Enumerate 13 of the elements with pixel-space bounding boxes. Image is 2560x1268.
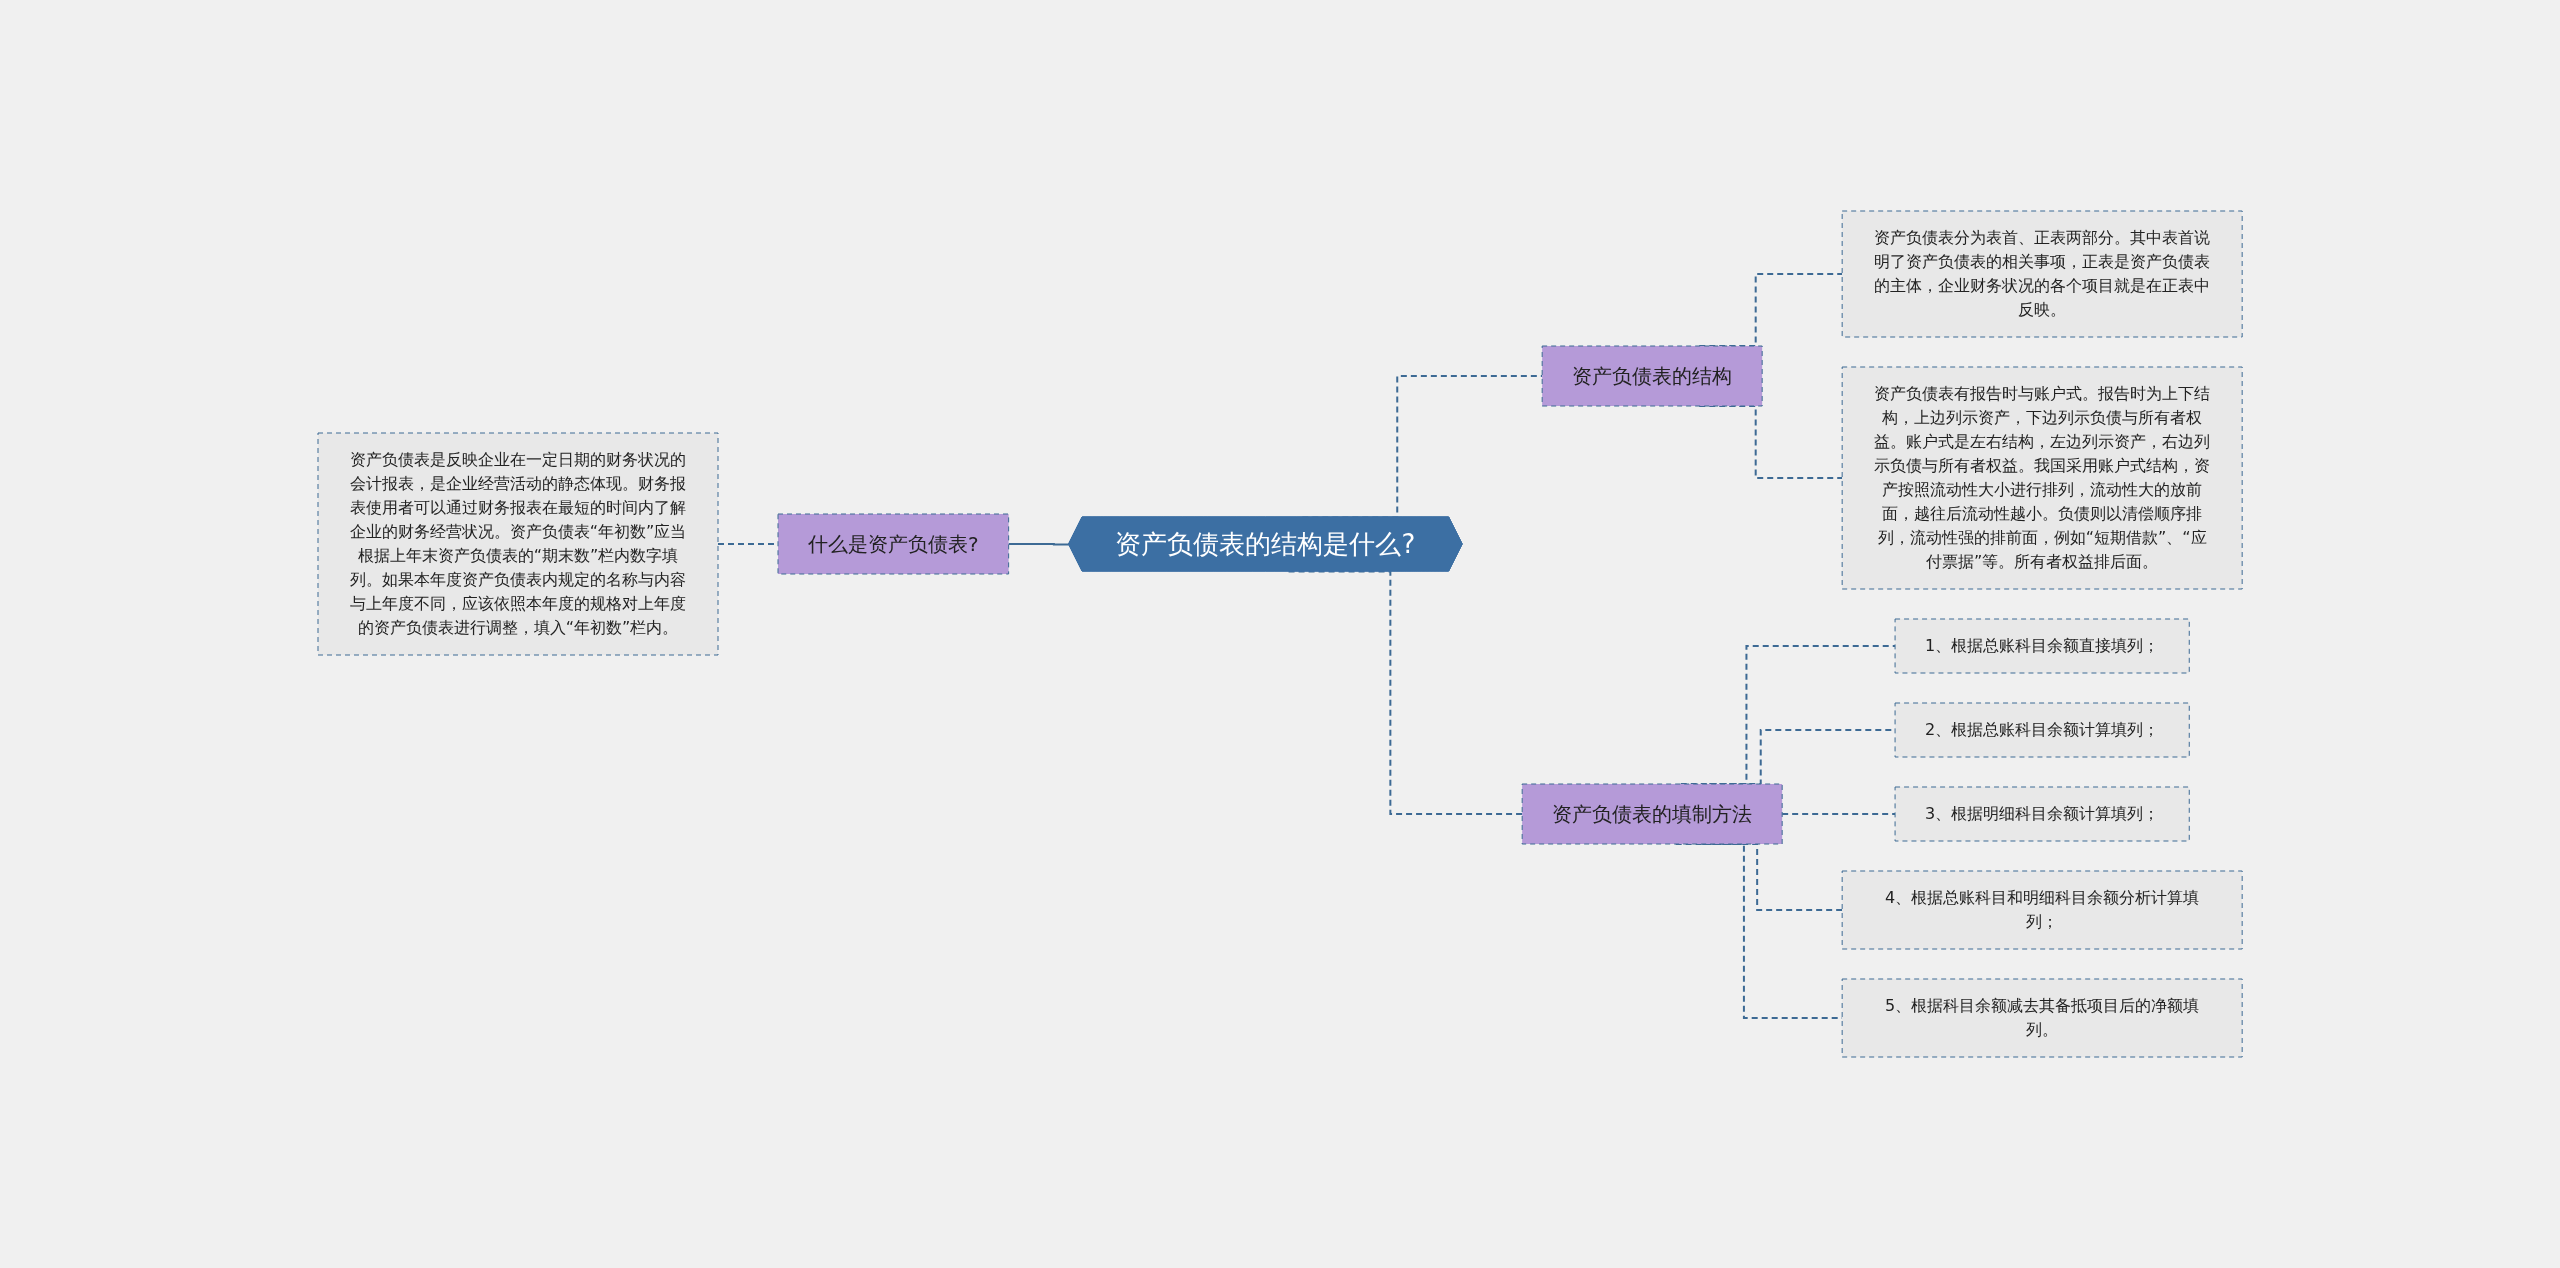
node-box: 3、根据明细科目余额计算填列；	[1894, 786, 2190, 842]
node-box: 什么是资产负债表?	[777, 513, 1010, 575]
node-box: 5、根据科目余额减去其备抵项目后的净额填列。	[1841, 978, 2243, 1058]
node-box: 资产负债表分为表首、正表两部分。其中表首说明了资产负债表的相关事项，正表是资产负债表的主体，企业财务状况的各个项目就是在正表中反映。	[1841, 210, 2243, 338]
node-box: 1、根据总账科目余额直接填列；	[1894, 618, 2190, 674]
node-box: 资产负债表是反映企业在一定日期的财务状况的会计报表，是企业经营活动的静态体现。财务报表使用者可以通过财务报表在最短的时间内了解企业的财务经营状况。资产负债表“年初数”应当根据上年末资产负债表的“期末数”栏内数字填列。如果本年度资产负债表内规定的名称与内容与上年度不同，应该依照本年度的规格对上年度的资产负债表进行调整，填入“年初数”栏内。	[317, 432, 719, 656]
connector	[1781, 813, 1896, 815]
node-box: 2、根据总账科目余额计算填列；	[1894, 702, 2190, 758]
node-box: 资产负债表的填制方法	[1521, 783, 1783, 845]
node-box: 4、根据总账科目和明细科目余额分析计算填列；	[1841, 870, 2243, 950]
node-box: 资产负债表有报告时与账户式。报告时为上下结构，上边列示资产，下边列示负债与所有者权益。账户式是左右结构，左边列示资产，右边列示负债与所有者权益。我国采用账户式结构，资产按照流动性大小进行排列，流动性大的放前面，越往后流动性越小。负债则以清偿顺序排列，流动性强的排前面，例如“短期借款”、“应付票据”等。所有者权益排后面。	[1841, 366, 2243, 590]
connector	[1007, 543, 1071, 546]
node-box: 资产负债表的结构	[1541, 345, 1763, 407]
